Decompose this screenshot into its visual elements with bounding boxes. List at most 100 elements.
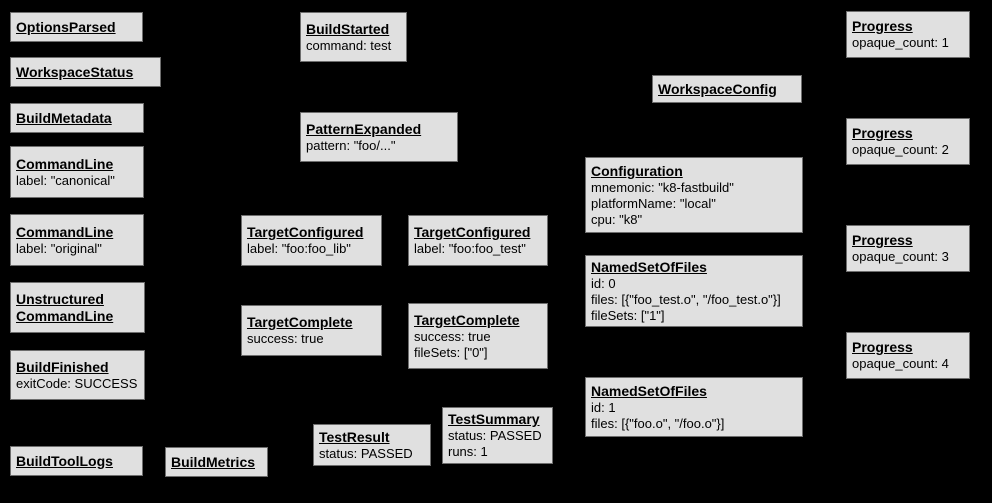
node-workspace-status: WorkspaceStatus xyxy=(10,57,161,87)
node-title-workspace-status: WorkspaceStatus xyxy=(16,64,133,81)
node-title-line: TargetComplete xyxy=(247,314,353,330)
node-title-line: CommandLine xyxy=(16,223,114,240)
node-command-line-canonical: CommandLine label: "canonical" xyxy=(10,146,144,198)
node-progress-4: Progress opaque_count: 4 xyxy=(846,332,970,379)
node-title-build-started: BuildStarted xyxy=(306,21,389,38)
node-title-test-summary: TestSummary xyxy=(448,411,540,428)
node-title-line: TestResult xyxy=(319,428,390,445)
node-title-build-metadata: BuildMetadata xyxy=(16,110,112,127)
node-attribute: id: 1 xyxy=(591,399,616,415)
node-attribute: fileSets: ["1"] xyxy=(591,307,665,323)
node-build-metadata: BuildMetadata xyxy=(10,103,144,133)
event-node-attributes: opaque_count: 3 xyxy=(852,249,949,265)
node-attribute: label: "original" xyxy=(16,240,102,256)
node-target-configured-foo-lib: TargetConfigured label: "foo:foo_lib" xyxy=(241,215,382,266)
node-title-build-tool-logs: BuildToolLogs xyxy=(16,453,113,470)
node-title-named-set-of-files-1: NamedSetOfFiles xyxy=(591,383,707,400)
node-title-line: BuildMetrics xyxy=(171,453,256,470)
node-pattern-expanded: PatternExpanded pattern: "foo/..." xyxy=(300,112,458,162)
event-node-attributes: pattern: "foo/..." xyxy=(306,138,395,154)
node-build-metrics: BuildMetrics xyxy=(165,447,268,477)
node-title-progress-1: Progress xyxy=(852,18,913,35)
node-title-configuration: Configuration xyxy=(591,163,683,180)
node-attribute: opaque_count: 1 xyxy=(852,35,949,50)
node-title-line: BuildFinished xyxy=(16,358,109,375)
node-attribute: files: [{"foo_test.o", "/foo_test.o"}] xyxy=(591,291,781,307)
node-title-command-line-original: CommandLine xyxy=(16,224,113,241)
node-attribute: opaque_count: 4 xyxy=(852,356,949,371)
node-title-pattern-expanded: PatternExpanded xyxy=(306,121,421,138)
node-title-line: BuildMetadata xyxy=(16,109,112,126)
node-title-line: Configuration xyxy=(591,162,683,179)
node-attribute: label: "foo:foo_lib" xyxy=(247,241,351,256)
event-node-attributes: exitCode: SUCCESS xyxy=(16,376,137,392)
node-attribute: status: PASSED xyxy=(319,445,413,461)
node-build-finished: BuildFinished exitCode: SUCCESS xyxy=(10,350,145,400)
node-title-line: TargetConfigured xyxy=(247,224,364,240)
node-title-line: TargetConfigured xyxy=(414,224,531,240)
node-title-line: WorkspaceStatus xyxy=(16,63,134,80)
node-title-line: Unstructured xyxy=(16,290,104,307)
node-title-progress-2: Progress xyxy=(852,125,913,142)
node-title-line: NamedSetOfFiles xyxy=(591,258,707,275)
node-title-line: Progress xyxy=(852,232,913,248)
event-node-attributes: label: "original" xyxy=(16,241,102,257)
node-attribute: label: "foo:foo_test" xyxy=(414,241,526,256)
node-title-target-complete-foo-lib: TargetComplete xyxy=(247,314,353,331)
event-node-attributes: status: PASSED xyxy=(319,446,413,462)
node-attribute: success: true xyxy=(247,331,324,346)
node-workspace-config: WorkspaceConfig xyxy=(652,75,802,103)
node-attribute: status: PASSED xyxy=(448,428,542,443)
node-title-named-set-of-files-0: NamedSetOfFiles xyxy=(591,259,707,276)
node-title-line: BuildStarted xyxy=(306,20,390,37)
node-target-complete-foo-lib: TargetComplete success: true xyxy=(241,305,382,356)
node-title-target-configured-foo-test: TargetConfigured xyxy=(414,224,530,241)
node-attribute: fileSets: ["0"] xyxy=(414,344,488,360)
node-attribute: opaque_count: 3 xyxy=(852,249,949,264)
node-build-tool-logs: BuildToolLogs xyxy=(10,446,143,476)
node-attribute: label: "canonical" xyxy=(16,172,115,188)
node-title-build-metrics: BuildMetrics xyxy=(171,454,255,471)
node-attribute: exitCode: SUCCESS xyxy=(16,375,138,391)
node-title-line: TargetComplete xyxy=(414,311,520,328)
event-node-attributes: opaque_count: 1 xyxy=(852,35,949,51)
node-progress-1: Progress opaque_count: 1 xyxy=(846,11,970,58)
node-title-build-finished: BuildFinished xyxy=(16,359,109,376)
node-attribute: opaque_count: 2 xyxy=(852,142,949,157)
node-title-workspace-config: WorkspaceConfig xyxy=(658,81,777,98)
event-node-attributes: opaque_count: 4 xyxy=(852,356,949,372)
node-attribute: mnemonic: "k8-fastbuild" xyxy=(591,179,734,195)
node-title-line: CommandLine xyxy=(16,307,114,324)
node-title-line: Progress xyxy=(852,125,913,141)
event-node-attributes: label: "foo:foo_lib" xyxy=(247,241,351,257)
node-configuration: Configuration mnemonic: "k8-fastbuild"pl… xyxy=(585,157,803,233)
node-title-target-complete-foo-test: TargetComplete xyxy=(414,312,520,329)
event-node-attributes: label: "foo:foo_test" xyxy=(414,241,526,257)
node-title-test-result: TestResult xyxy=(319,429,390,446)
event-node-attributes: label: "canonical" xyxy=(16,173,115,189)
node-title-target-configured-foo-lib: TargetConfigured xyxy=(247,224,363,241)
node-options-parsed: OptionsParsed xyxy=(10,12,143,42)
node-attribute: pattern: "foo/..." xyxy=(306,137,396,153)
event-node-attributes: opaque_count: 2 xyxy=(852,142,949,158)
node-progress-2: Progress opaque_count: 2 xyxy=(846,118,970,165)
event-node-attributes: command: test xyxy=(306,38,391,54)
node-title-line: TestSummary xyxy=(448,411,540,427)
node-attribute: command: test xyxy=(306,37,392,53)
node-title-progress-4: Progress xyxy=(852,339,913,356)
node-title-command-line-canonical: CommandLine xyxy=(16,156,113,173)
node-title-options-parsed: OptionsParsed xyxy=(16,19,116,36)
node-attribute: success: true xyxy=(414,328,491,344)
node-target-configured-foo-test: TargetConfigured label: "foo:foo_test" xyxy=(408,215,548,266)
node-title-line: WorkspaceConfig xyxy=(658,80,777,97)
